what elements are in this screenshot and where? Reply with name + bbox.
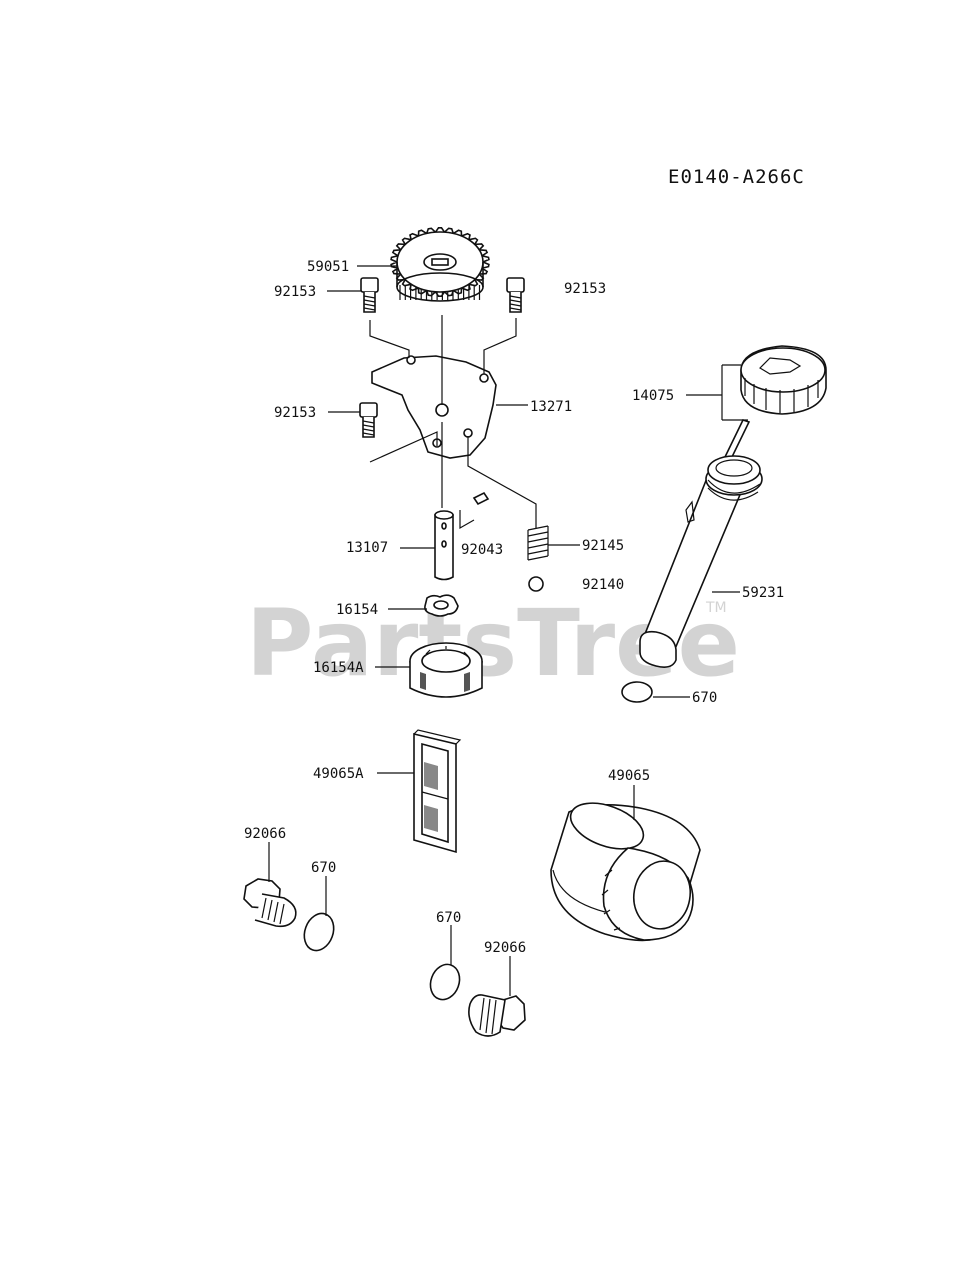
drain-plug-left[interactable] (243, 878, 297, 928)
callout-ball: 92140 (582, 577, 624, 593)
drain-plug-center[interactable] (468, 994, 526, 1037)
gear-part[interactable] (390, 227, 490, 302)
pin-part[interactable] (472, 491, 490, 506)
oil-strainer[interactable] (413, 729, 462, 854)
callout-plate: 13271 (530, 399, 572, 415)
inner-rotor[interactable] (424, 594, 459, 617)
callout-plug-left: 92066 (244, 826, 286, 842)
callout-oring-tube: 670 (692, 690, 717, 706)
oil-filter[interactable] (550, 794, 701, 942)
pump-cover-plate[interactable] (371, 355, 497, 459)
pump-shaft[interactable] (434, 510, 454, 581)
o-ring-tube[interactable] (621, 681, 653, 703)
callout-inner-rotor: 16154 (336, 602, 378, 618)
bolt-part-left-mid[interactable] (359, 402, 378, 438)
bolt-part-left-top[interactable] (360, 277, 379, 313)
outer-rotor[interactable] (409, 642, 483, 698)
callout-labels: 59051 92153 92153 92153 13271 14075 1310… (244, 259, 784, 956)
callout-dipstick-cap: 14075 (632, 388, 674, 404)
dipstick-tube[interactable] (639, 455, 763, 668)
leader-lines (268, 265, 748, 996)
diagram-code: E0140-A266C (668, 166, 805, 188)
relief-spring[interactable] (527, 525, 549, 561)
check-ball[interactable] (528, 576, 544, 592)
bolt-part-right-top[interactable] (506, 277, 525, 313)
watermark-trademark: TM (705, 600, 727, 616)
callout-dipstick-tube: 59231 (742, 585, 784, 601)
o-ring-left[interactable] (299, 909, 338, 954)
callout-gear: 59051 (307, 259, 349, 275)
callout-strainer: 49065A (313, 766, 364, 782)
o-ring-center[interactable] (426, 960, 465, 1003)
callout-shaft: 13107 (346, 540, 388, 556)
callout-outer-rotor: 16154A (313, 660, 364, 676)
callout-spring: 92145 (582, 538, 624, 554)
callout-pin: 92043 (461, 542, 503, 558)
callout-bolt-left-top: 92153 (274, 284, 316, 300)
callout-bolt-right-top: 92153 (564, 281, 606, 297)
callout-oring-center: 670 (436, 910, 461, 926)
callout-bolt-left-mid: 92153 (274, 405, 316, 421)
callout-oil-filter: 49065 (608, 768, 650, 784)
callout-oring-left: 670 (311, 860, 336, 876)
callout-plug-center: 92066 (484, 940, 526, 956)
